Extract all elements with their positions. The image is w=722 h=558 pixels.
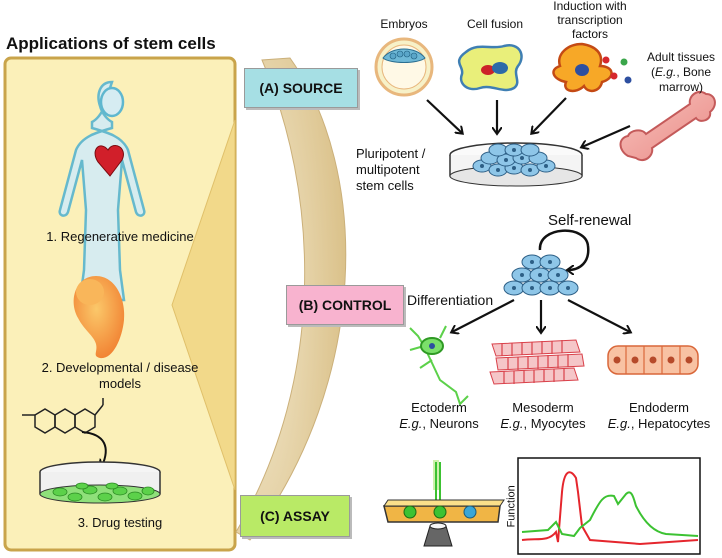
source-adult-line1: Adult tissues: [646, 50, 716, 64]
lineage-ectoderm-example: E.g., Neurons: [399, 416, 479, 431]
source-cell-fusion-label: Cell fusion: [466, 17, 524, 31]
source-induction-line2: transcription: [557, 13, 623, 27]
human-body-icon: [58, 80, 146, 302]
stage-source-label: (A) SOURCE: [244, 68, 358, 108]
molecule-icon: [22, 398, 104, 434]
plot-ylabel: Function: [505, 485, 518, 528]
embryo-icon: [374, 37, 434, 97]
differentiation-arrows: [452, 299, 630, 332]
lineage-mesoderm-name: Mesoderm: [512, 400, 574, 415]
applications-title: Applications of stem cells: [6, 34, 216, 53]
pluripotent-line2: multipotent: [356, 162, 420, 177]
myocyte-icon: [489, 339, 585, 385]
source-arrows: [426, 97, 631, 147]
pluripotent-line3: stem cells: [356, 178, 414, 193]
source-induction-line1: Induction with: [553, 0, 627, 13]
self-renewal-arrow: [538, 229, 590, 270]
application-regenerative: 1. Regenerative medicine: [46, 229, 194, 244]
drug-testing-dish: [39, 461, 161, 504]
heart-icon: [94, 145, 124, 177]
lineage-ectoderm-name: Ectoderm: [411, 400, 467, 415]
lineage-endoderm-name: Endoderm: [629, 400, 689, 415]
stem-cell-dish: [449, 142, 583, 187]
source-induction-line3: factors: [571, 27, 608, 41]
application-developmental: 2. Developmental / disease: [41, 360, 199, 375]
hepatocyte-icon: [607, 345, 699, 375]
assay-device-icon: [383, 460, 505, 547]
pluripotent-line1: Pluripotent /: [356, 146, 426, 161]
source-adult-line3: marrow): [659, 80, 703, 94]
neuron-icon: [409, 325, 469, 406]
source-adult-line2: (E.g., Bone: [650, 65, 712, 79]
lineage-mesoderm-example: E.g., Myocytes: [500, 416, 586, 431]
function-plot: [517, 457, 701, 555]
stem-cell-nuclei: [512, 260, 570, 290]
induced-cell-icon: [552, 42, 632, 93]
application-drug-testing: 3. Drug testing: [77, 515, 163, 530]
fusion-cell-icon: [457, 44, 523, 92]
fetus-icon: [73, 276, 125, 359]
differentiation-label: Differentiation: [407, 292, 494, 308]
bone-icon: [619, 90, 716, 162]
lineage-endoderm-example: E.g., Hepatocytes: [607, 416, 711, 431]
stage-control-label: (B) CONTROL: [286, 285, 404, 325]
self-renewal-label: Self-renewal: [548, 212, 632, 229]
funnel-triangle: [171, 119, 236, 491]
application-developmental-line2: models: [99, 376, 141, 391]
stage-assay-label: (C) ASSAY: [240, 495, 350, 537]
source-embryos-label: Embryos: [380, 17, 428, 31]
